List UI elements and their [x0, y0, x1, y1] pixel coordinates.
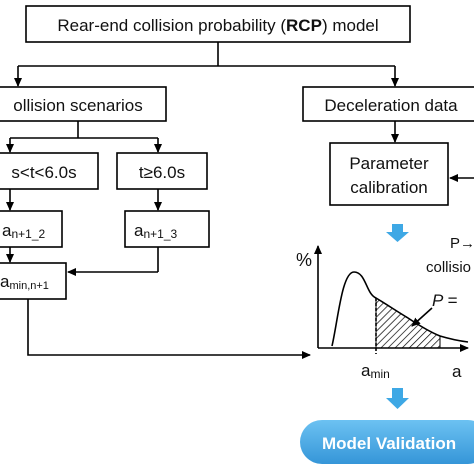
calibration-down-icon	[386, 224, 409, 242]
amin-box: amin,n+1	[0, 262, 67, 300]
parameter-calibration-line2: calibration	[350, 178, 428, 197]
scenario-long-box: t≥6.0s	[116, 152, 208, 190]
annotation-formula: P =	[432, 291, 457, 310]
accel-n1-2-box: an+1_2	[0, 210, 63, 248]
deceleration-data-box: Deceleration data	[302, 86, 474, 122]
collision-scenarios-label: ollision scenarios	[13, 96, 142, 115]
model-validation-pill[interactable]	[300, 420, 474, 464]
distribution-curve	[331, 271, 469, 347]
annotation-p-arrow: P→	[450, 235, 474, 252]
title-box: Rear-end collision probability (RCP) mod…	[25, 5, 411, 43]
annotation-collision: collisio	[426, 259, 471, 276]
title-connectors	[14, 42, 399, 87]
scenario-long-label: t≥6.0s	[139, 163, 185, 182]
distribution-plot: % amin a P→ collisio P =	[296, 235, 474, 381]
scenario-mid-box: s<t<6.0s	[0, 152, 99, 190]
y-axis-label: %	[296, 250, 312, 270]
parameter-calibration-line1: Parameter	[349, 154, 429, 173]
amin-to-plot-arrow	[27, 299, 311, 359]
scenario-mid-label: s<t<6.0s	[11, 163, 76, 182]
collision-scenarios-box: ollision scenarios	[0, 86, 167, 122]
hatched-tail-area	[375, 297, 441, 349]
model-validation-label[interactable]: Model Validation	[322, 434, 456, 453]
amin-marker-label: amin	[361, 361, 390, 381]
scenario-connectors	[6, 121, 162, 153]
diagram-title: Rear-end collision probability (RCP) mod…	[57, 16, 378, 35]
accel-n1-2-label: an+1_2	[2, 221, 45, 241]
accel-n1-3-box: an+1_3	[124, 210, 210, 248]
accel-n1-3-label: an+1_3	[134, 221, 177, 241]
validation-down-icon	[386, 388, 409, 409]
amin-label: amin,n+1	[0, 272, 49, 292]
model-validation-button[interactable]: Model Validation	[300, 420, 474, 464]
parameter-calibration-box: Parameter calibration	[329, 142, 449, 206]
accel-to-amin-connectors	[6, 247, 159, 276]
x-axis-label: a	[452, 362, 462, 381]
deceleration-data-label: Deceleration data	[324, 96, 458, 115]
annotation-pointer	[411, 307, 433, 327]
